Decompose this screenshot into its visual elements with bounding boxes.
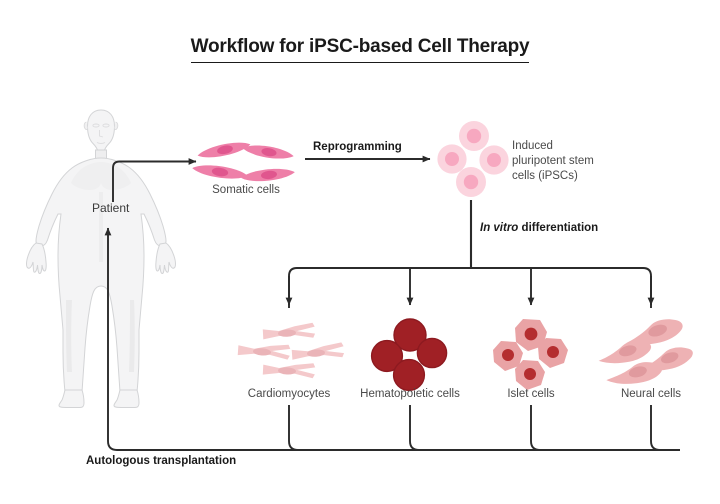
human-body-icon	[26, 109, 176, 408]
islet-cells-label: Islet cells	[507, 388, 555, 400]
blood-cells-icon	[370, 318, 448, 392]
hematopoietic-cells-label: Hematopoietic cells	[360, 388, 460, 400]
round-stem-cells-icon	[437, 121, 509, 197]
autologous-transplantation-path	[104, 227, 680, 451]
ipsc-label-line-1: Induced	[512, 140, 553, 152]
somatic-cells-label: Somatic cells	[212, 184, 280, 196]
page-title: Workflow for iPSC-based Cell Therapy	[0, 36, 720, 63]
ipsc-label-line-3: cells (iPSCs)	[512, 169, 578, 182]
cardiomyocytes-label: Cardiomyocytes	[247, 388, 331, 400]
neural-cells-icon	[598, 319, 693, 384]
ipsc-label: Induced pluripotent stem cells (iPSCs)	[512, 139, 622, 184]
patient-label: Patient	[92, 201, 130, 215]
cardiomyocyte-cells-icon	[237, 322, 345, 379]
arrow-patient-to-somatic	[112, 158, 197, 202]
autologous-transplantation-label: Autologous transplantation	[86, 455, 237, 467]
differentiation-label-rest: differentiation	[521, 222, 599, 234]
neural-cells-label: Neural cells	[620, 388, 682, 400]
differentiation-branch-manifold	[285, 267, 655, 308]
differentiation-label: In vitro differentiation	[480, 222, 598, 234]
page-title-text: Workflow for iPSC-based Cell Therapy	[190, 36, 530, 63]
islet-cells-icon	[493, 319, 568, 390]
differentiation-label-italic: In vitro	[480, 222, 519, 234]
spindle-cells-icon	[192, 142, 295, 182]
reprogramming-label: Reprogramming	[313, 141, 402, 153]
ipsc-label-line-2: pluripotent stem	[512, 154, 594, 167]
